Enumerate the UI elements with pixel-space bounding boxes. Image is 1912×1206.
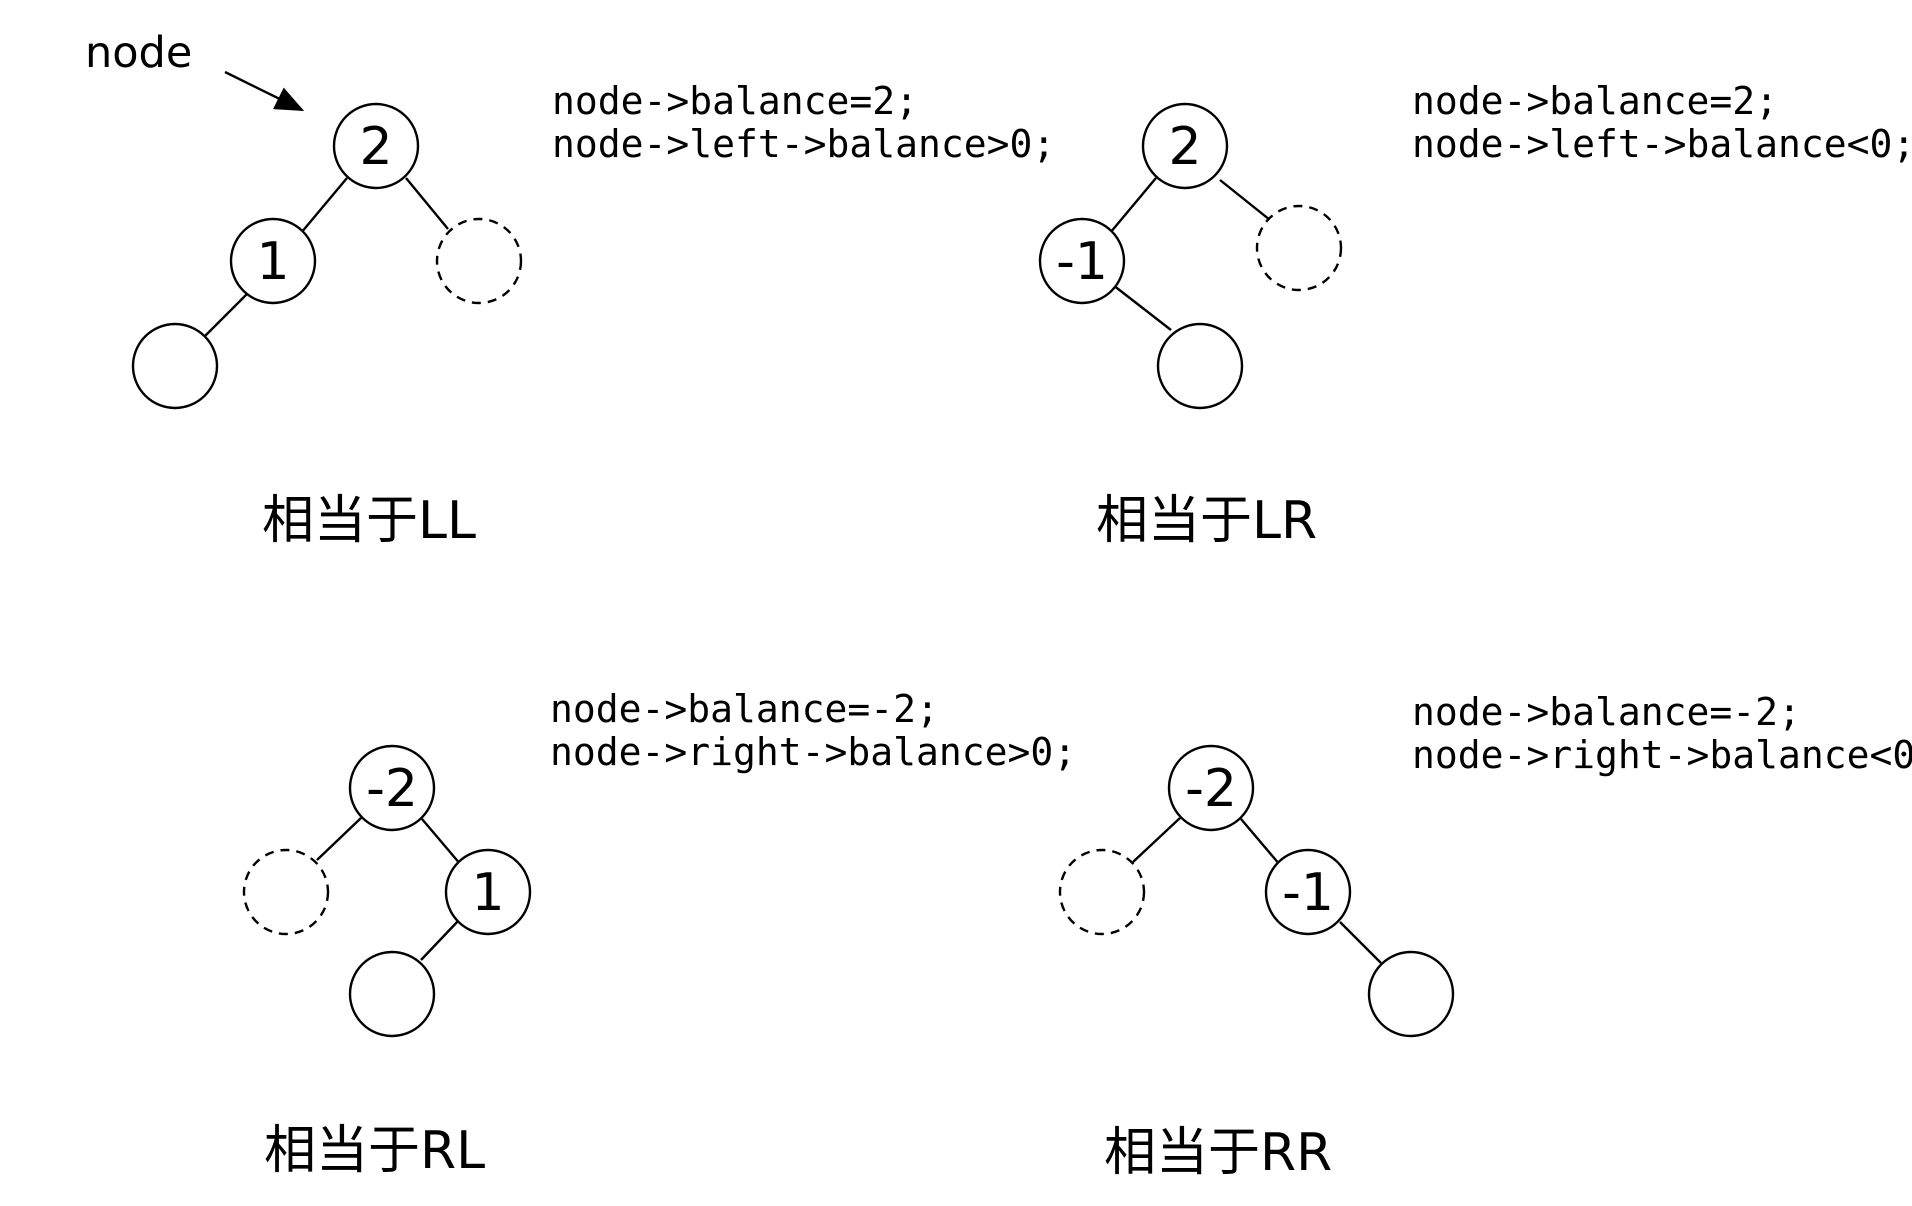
edge-root-to-missing-left bbox=[316, 817, 362, 861]
child-balance-label: 1 bbox=[471, 863, 504, 923]
panel-ll: node 2 1 node->balance=2; node->left->ba… bbox=[85, 28, 1055, 551]
tree-node-root bbox=[348, 744, 436, 832]
tree-node-missing-right bbox=[435, 217, 523, 305]
root-balance-label: 2 bbox=[1168, 117, 1201, 177]
code-line-balance: node->balance=2; bbox=[552, 79, 918, 123]
tree-node-right-child bbox=[444, 848, 532, 936]
panel-lr: 2 -1 node->balance=2; node->left->balanc… bbox=[1038, 79, 1912, 551]
child-balance-label: -1 bbox=[1056, 232, 1108, 292]
case-caption: 相当于RL bbox=[264, 1121, 485, 1181]
code-line-balance: node->balance=-2; bbox=[550, 687, 939, 731]
tree-node-grandchild bbox=[1156, 322, 1244, 410]
edge-left-to-grandchild bbox=[204, 292, 249, 337]
case-caption: 相当于RR bbox=[1104, 1123, 1332, 1183]
edge-left-to-grandchild bbox=[1112, 284, 1172, 331]
edge-root-to-right bbox=[421, 818, 462, 866]
edge-root-to-missing-right bbox=[1219, 179, 1271, 221]
code-line-balance: node->balance=-2; bbox=[1412, 690, 1801, 734]
tree-node-left-child bbox=[1038, 217, 1126, 305]
code-line-child-balance: node->left->balance<0; bbox=[1412, 122, 1912, 166]
edge-root-to-right bbox=[1240, 818, 1281, 866]
edge-root-to-missing-left bbox=[1132, 817, 1181, 863]
case-caption: 相当于LL bbox=[262, 491, 476, 551]
node-pointer-label: node bbox=[85, 28, 192, 78]
tree-node-grandchild bbox=[131, 322, 219, 410]
code-line-child-balance: node->left->balance>0; bbox=[552, 122, 1055, 166]
panel-rr: -2 -1 node->balance=-2; node->right->bal… bbox=[1058, 690, 1912, 1183]
code-line-child-balance: node->right->balance>0; bbox=[550, 730, 1076, 774]
node-pointer-arrow bbox=[224, 70, 305, 112]
tree-node-root bbox=[332, 102, 420, 190]
tree-node-root bbox=[1141, 102, 1229, 190]
child-balance-label: -1 bbox=[1282, 863, 1334, 923]
edge-root-to-left bbox=[300, 177, 348, 234]
tree-node-missing-left bbox=[242, 848, 330, 936]
case-caption: 相当于LR bbox=[1096, 491, 1317, 551]
edge-right-to-grandchild bbox=[420, 919, 460, 961]
tree-node-right-child bbox=[1264, 848, 1352, 936]
tree-node-grandchild bbox=[1367, 950, 1455, 1038]
tree-node-missing-left bbox=[1058, 848, 1146, 936]
tree-node-root bbox=[1167, 744, 1255, 832]
code-line-child-balance: node->right->balance<0; bbox=[1412, 733, 1912, 777]
root-balance-label: 2 bbox=[359, 117, 392, 177]
edge-root-to-missing-right bbox=[405, 177, 449, 230]
edge-root-to-left bbox=[1109, 177, 1157, 234]
root-balance-label: -2 bbox=[1185, 759, 1237, 819]
code-line-balance: node->balance=2; bbox=[1412, 79, 1778, 123]
edge-right-to-grandchild bbox=[1339, 921, 1382, 964]
tree-node-missing-right bbox=[1255, 204, 1343, 292]
root-balance-label: -2 bbox=[366, 759, 418, 819]
child-balance-label: 1 bbox=[256, 232, 289, 292]
panel-rl: -2 1 node->balance=-2; node->right->bala… bbox=[242, 687, 1076, 1181]
tree-node-left-child bbox=[229, 217, 317, 305]
tree-node-grandchild bbox=[348, 950, 436, 1038]
